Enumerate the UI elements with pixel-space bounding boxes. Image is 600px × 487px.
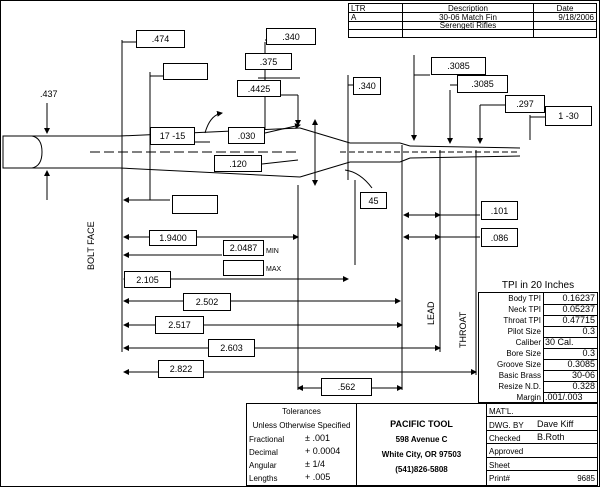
dim-120: .120 [214,155,262,172]
spec-value: 30-06 [571,370,595,380]
spec-row-rule [544,370,598,371]
dim-437: .437 [40,89,58,99]
dim-blank-2 [172,195,218,214]
tolerance-value: ± 1/4 [305,459,325,469]
spec-row-rule [544,359,598,360]
spec-label: Pilot Size [507,327,541,336]
spec-value: .001/.003 [545,392,583,402]
tolerance-value: + .005 [305,472,331,482]
spec-value: 30 Cal. [545,337,574,347]
tolerances-title: Tolerances [282,407,321,416]
spec-label: Margin [516,393,541,402]
company-phone: (541)826-5808 [395,465,448,474]
spec-row-rule [544,326,598,327]
ltr-header: LTR [351,4,366,13]
dim-340-top: .340 [266,28,316,45]
date-value: 9/18/2006 [558,13,594,22]
material-label: MAT'L. [489,407,514,416]
twist-rate: 1 -30 [545,106,592,126]
spec-value: 0.16237 [562,293,595,303]
dim-340: .340 [353,77,381,95]
spec-value: 0.3 [582,326,595,336]
dim-030: .030 [228,127,265,144]
max-label: MAX [266,266,282,273]
dim-1-9400: 1.9400 [149,230,197,246]
angle-17-15: 17 -15 [150,127,195,145]
drawn-by-value: Dave Kiff [537,419,574,429]
description-value: 30-06 Match Fin [439,13,497,22]
tolerances-subtitle: Unless Otherwise Specified [252,421,351,430]
dim-4425: .4425 [237,80,281,97]
spec-row-rule [544,304,598,305]
spec-title: TPI in 20 Inches [501,280,575,291]
spec-value: 0.3 [582,348,595,358]
dim-2-105: 2.105 [124,271,171,288]
spec-row-rule [544,337,598,338]
ltr-value: A [351,13,357,22]
drawn-by-label: DWG. BY [489,421,524,430]
dim-3085-a: .3085 [431,57,486,75]
dim-474: .474 [136,30,185,48]
min-label: MIN [266,248,279,255]
tolerance-value: + 0.0004 [305,446,341,456]
company-name: PACIFIC TOOL [390,419,453,429]
sheet-label: Sheet [489,461,510,470]
spec-label: Caliber [515,338,541,347]
dim-max-blank [223,260,264,276]
company-address: 598 Avenue C [395,435,448,444]
dim-2-517: 2.517 [155,316,204,334]
bolt-face-label: BOLT FACE [86,221,96,270]
spec-row-rule [544,381,598,382]
tolerance-label: Lengths [249,474,278,483]
throat-label: THROAT [458,311,468,348]
checked-label: Checked [489,434,521,443]
spec-label: Groove Size [496,360,541,369]
dim-086: .086 [481,228,518,247]
company-city: White City, OR 97503 [381,450,462,459]
dim-2-603: 2.603 [208,339,255,357]
tolerance-value: ± .001 [305,433,330,443]
spec-value: 0.328 [572,381,595,391]
tolerance-label: Fractional [249,435,285,444]
dim-blank-1 [163,63,208,80]
spec-label: Resize N.D. [498,382,541,391]
dim-2-0487: 2.0487 [223,240,264,256]
tolerance-label: Decimal [249,448,278,457]
spec-label: Bore Size [506,349,541,358]
spec-label: Neck TPI [508,305,541,314]
subtitle: Serengeti Rifles [439,21,497,30]
spec-row-rule [544,392,598,393]
dim-3085-b: .3085 [457,75,508,93]
spec-label: Basic Brass [498,371,541,380]
spec-value: 0.3085 [567,359,595,369]
date-header: Date [556,4,574,13]
print-label: Print# [489,474,510,483]
spec-value: 0.47715 [562,315,595,325]
checked-value: B.Roth [537,432,565,442]
lead-label: LEAD [426,301,436,325]
dim-375: .375 [245,53,292,70]
spec-label: Throat TPI [503,316,541,325]
dim-297: .297 [505,95,545,113]
spec-label: Body TPI [508,294,541,303]
angle-45: 45 [360,192,387,209]
tolerance-label: Angular [249,461,277,470]
dim-101: .101 [481,201,518,220]
dim-562: .562 [321,378,372,396]
spec-value: 0.05237 [562,304,595,314]
spec-row-rule [544,348,598,349]
description-header: Description [447,4,488,13]
print-number: 9685 [577,474,595,483]
dim-2-822: 2.822 [158,360,204,378]
dim-2-502: 2.502 [183,293,231,311]
spec-row-rule [544,315,598,316]
approved-label: Approved [489,447,524,456]
